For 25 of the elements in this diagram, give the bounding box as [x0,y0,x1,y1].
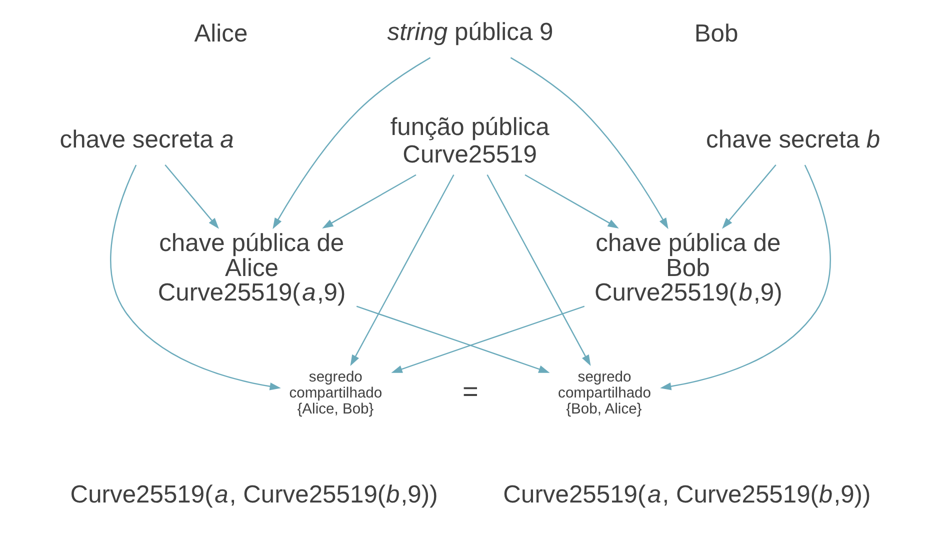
label: Curve25519(a, Curve25519(b,9)) [502,482,870,509]
arrow [350,174,454,366]
node-text: segredo compartilhado {Alice, Bob} [288,369,382,418]
node-text: segredo compartilhado {Bob, Alice} [558,369,651,418]
node-text: chave pública de Alice Curve25519(a,9) [157,230,346,306]
arrow [356,306,550,373]
arrow [722,164,776,229]
arrow [486,174,590,366]
arrow [164,164,218,229]
label: Curve25519(a, Curve25519(b,9)) [70,482,438,509]
arrow [272,57,430,230]
node-text: chave secreta b [706,126,880,154]
arrow [322,174,416,228]
arrow [524,174,618,228]
node-text: função pública Curve25519 [390,114,549,168]
node-text: chave pública de Bob Curve25519(b,9) [594,230,782,306]
arrow [660,164,830,390]
node-text: string pública 9 [386,19,553,46]
arrow [110,164,280,390]
label: Alice [194,20,248,48]
node-text: chave secreta a [59,126,234,154]
label: Bob [694,20,738,48]
arrow [510,57,668,230]
label: = [462,375,478,406]
arrow [390,306,584,373]
